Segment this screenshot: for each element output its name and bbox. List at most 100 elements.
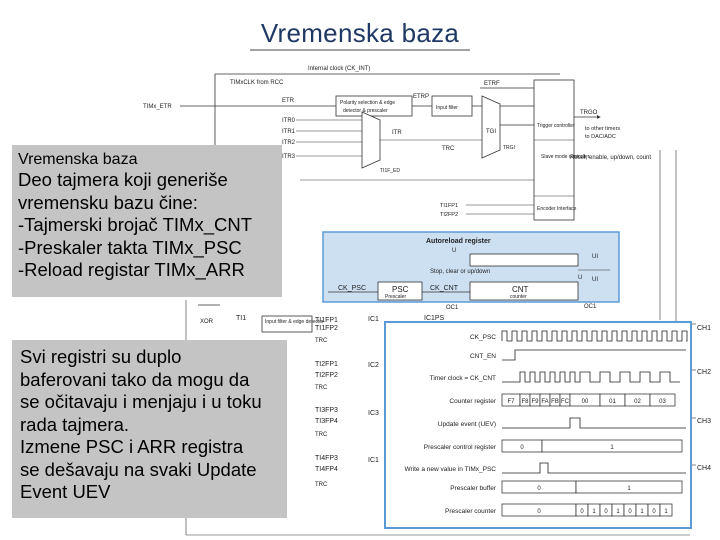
box2-line-5: Izmene PSC i ARR registra [20,436,244,457]
ch3-out-label: CH3 [697,418,711,425]
ti2fp1-label: TI2FP1 [315,361,338,368]
cnt-label: CNT [512,285,529,294]
trc-3-label: TRC [315,385,328,391]
ck-psc-waveform [501,330,688,342]
tgi-label: TGI [486,129,496,135]
ti1f-ed-label: TI1F_ED [380,168,400,174]
counter-value-FA: FA [541,399,548,405]
timx-clk-label: TIMxCLK from RCC [230,80,284,86]
psc-buffer-value-0: 0 [537,486,541,492]
trigger-mux [481,95,501,159]
ti1-label: TI1 [236,315,246,322]
psc-counter-value-8: 1 [664,509,668,515]
counter-value-01: 01 [609,399,616,405]
counter-value-F8: F8 [521,399,529,405]
counter-value-02: 02 [634,399,641,405]
signal-label-1: CK_PSC [470,334,496,341]
ti2fp2-b-label: TI2FP2 [315,372,338,379]
ti1fp1-b-label: TI1FP1 [315,317,338,324]
etr-label: ETR [282,98,295,104]
ic4-label: IC1 [368,457,379,464]
slide-title: Vremenska baza [260,18,460,48]
psc-control-value-0: 0 [520,445,524,451]
psc-counter-value-6: 1 [640,509,644,515]
signal-label-4: Counter register [449,398,496,405]
ck-psc-label: CK_PSC [338,285,366,292]
buffering-description-box: Svi registri su duplo baferovani tako da… [12,340,287,518]
psc-counter-value-4: 1 [616,509,620,515]
box-line-2: vremensku bazu čine: [18,191,198,213]
xor-label: XOR [200,319,214,325]
box-line-4: -Preskaler takta TIMx_PSC [18,236,242,258]
counter-value-00: 00 [582,399,589,405]
psc-counter-value-7: 0 [652,509,656,515]
trc-5-label: TRC [315,482,328,488]
trgi-label: TRGI [503,145,515,151]
polarity-label-2: detector & prescaler [343,108,388,114]
oc1-label-2: OC1 [584,304,597,310]
ic3-label: IC3 [368,410,379,417]
cnt-block [469,281,579,301]
encoder-label: Encoder Interface [537,206,577,212]
itr1-label: ITR1 [282,129,296,135]
trc-label: TRC [442,146,455,152]
trc-2-label: TRC [315,338,328,344]
box2-line-1: Svi registri su duplo [20,346,182,367]
psc-counter-value-2: 1 [592,509,596,515]
counter-cell [649,393,676,407]
input-filter-label: Input filter [436,105,458,111]
ck-cnt-label: CK_CNT [430,285,459,292]
ti4fp3-label: TI4FP3 [315,455,338,462]
box-line-1: Deo tajmera koji generiše [18,169,228,190]
itr-mux [361,111,381,169]
itr3-label: ITR3 [282,154,296,160]
signal-label-3: Timer clock = CK_CNT [430,375,496,382]
auto-reload-label: Autoreload register [426,238,491,245]
signal-label-5: Update event (UEV) [438,421,496,428]
ti1fp1-label: TI1FP1 [440,203,458,209]
etrf-label: ETRF [484,81,500,87]
oc1-label: OC1 [446,305,459,311]
u-label-2: U [578,275,582,281]
u-label: U [452,248,456,254]
box2-line-3: se očitavaju i menjaju i u toku [20,391,262,412]
signal-label-8: Prescaler buffer [450,485,497,492]
to-other-timers-label: to other timers [585,126,620,132]
ui-label: UI [592,254,598,260]
trigger-controller-block [533,79,575,221]
box-line-3: -Tajmerski brojač TIMx_CNT [18,214,253,235]
time-base-description-box: Vremenska baza Deo tajmera koji generiše… [12,145,282,297]
psc-block [377,281,423,301]
box-heading: Vremenska baza [18,151,138,168]
ch2-out-label: CH2 [697,369,711,376]
ti3fp4-label: TI3FP4 [315,418,338,425]
itr2-label: ITR2 [282,140,296,146]
trgo-label: TRGO [580,110,598,116]
counter-value-FB: FB [551,399,559,405]
etrp-label: ETRP [413,94,429,100]
psc-counter-value-0: 0 [537,509,541,515]
psc-control-cell-1 [541,439,683,453]
ck-cnt-waveform [502,371,680,383]
ti1-filter-label: Input filter & edge detector [265,319,324,325]
ti4fp4-label: TI4FP4 [315,466,338,473]
prescaler-label: Prescaler [385,294,406,300]
ti1-filter-block [261,315,313,333]
ti1fp2-label: TI1FP2 [315,325,338,332]
ui-label-2: UI [592,277,598,283]
counter-value-03: 03 [659,399,666,405]
counter-value-F7: F7 [507,399,515,405]
cnt-en-waveform [502,349,686,361]
slave-modes-label: Reset, enable, up/down, count [570,155,651,161]
box-line-5: -Reload registar TIMx_ARR [18,259,245,280]
counter-value-F9: F9 [531,399,539,405]
ch1-out-label: CH1 [697,325,711,332]
psc-buffer-cell-1 [575,480,683,494]
uev-waveform [502,417,686,429]
ti3fp3-label: TI3FP3 [315,407,338,414]
ic2-label: IC2 [368,362,379,369]
slave-mode-label: Slave mode controller [541,154,590,160]
auto-reload-register [469,253,579,267]
